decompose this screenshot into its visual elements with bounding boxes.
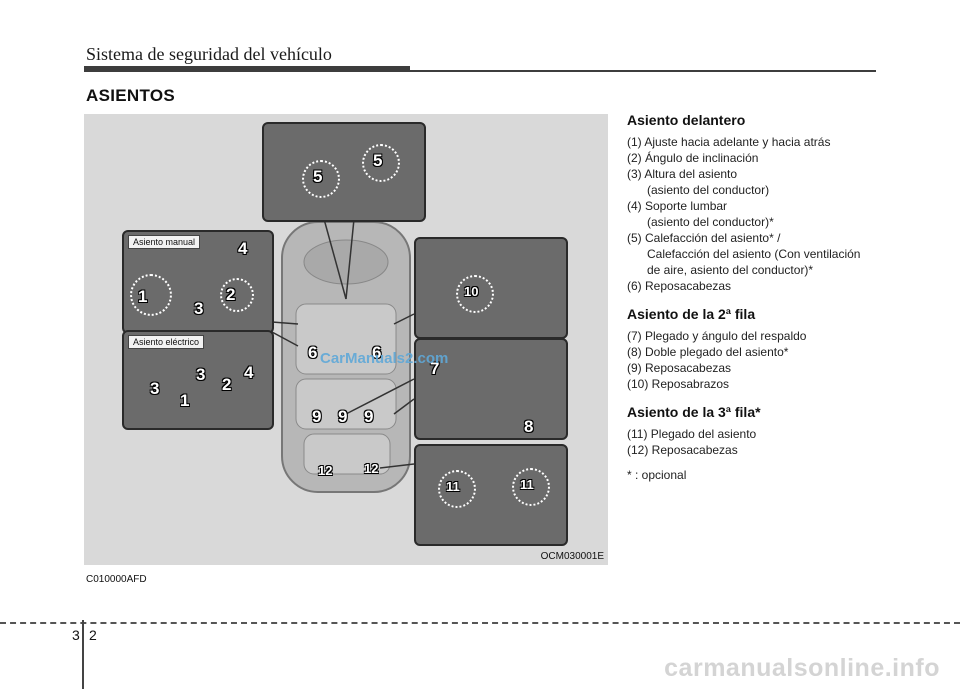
figure-code: OCM030001E [540,551,604,562]
list-item: (5) Calefacción del asiento* /Calefacció… [627,231,861,277]
callout-9a: 9 [312,407,322,426]
heading-second-row: Asiento de la 2ª fila [627,306,756,322]
list-item: (1) Ajuste hacia adelante y hacia atrás [627,135,831,149]
callout-1-electric: 1 [180,391,190,410]
list-item: (6) Reposacabezas [627,279,732,293]
callout-6a: 6 [308,343,318,362]
heading-third-row: Asiento de la 3ª fila* [627,404,761,420]
heading-front-seat: Asiento delantero [627,112,746,128]
callout-11b: 11 [520,477,534,492]
inset-second-row-fold: 7 8 [414,338,568,440]
list-item: (12) Reposacabezas [627,443,738,457]
inset-armrest: 10 [414,237,568,339]
callout-12b: 12 [364,461,379,476]
callout-9b: 9 [338,407,348,426]
label-manual-seat: Asiento manual [128,235,201,249]
site-watermark: carmanualsonline.info [664,654,940,682]
page-number: 2 [89,627,97,643]
header-rule-thin [410,70,876,72]
car-top-view-illustration [271,218,415,493]
callout-9c: 9 [364,407,374,426]
inset-electric-seat: Asiento eléctrico 3 1 3 2 4 [122,330,274,430]
callout-6b: 6 [372,343,382,362]
callout-2-manual: 2 [226,285,236,304]
list-item: (3) Altura del asiento(asiento del condu… [627,167,770,197]
list-item: (4) Soporte lumbar(asiento del conductor… [627,199,774,229]
inset-manual-seat: Asiento manual 1 2 3 4 [122,230,274,334]
callout-7: 7 [430,359,440,378]
list-item: (10) Reposabrazos [627,377,730,391]
list-item: (11) Plegado del asiento [627,427,757,441]
list-item: (2) Ángulo de inclinación [627,151,759,165]
callout-5a: 5 [313,167,323,186]
optional-note: * : opcional [627,468,687,482]
list-item: (7) Plegado y ángulo del respaldo [627,329,807,343]
callout-2-electric: 2 [222,375,232,394]
callout-8: 8 [524,417,534,436]
seat-diagram-figure: 5 5 Asiento manual 1 2 3 4 Asiento eléct… [84,114,608,565]
callout-5b: 5 [373,151,383,170]
callout-1-manual: 1 [138,287,148,306]
header-rule-thick [84,66,410,72]
inset-heater-switches: 5 5 [262,122,426,222]
watermark-text: CarManuals2.com [320,350,449,367]
list-item: (8) Doble plegado del asiento* [627,345,789,359]
footer-dashed-rule [0,622,960,624]
section-title: ASIENTOS [86,86,175,105]
inset-third-row: 11 11 [414,444,568,546]
document-code: C010000AFD [86,574,147,585]
callout-10: 10 [464,284,479,299]
header-title: Sistema de seguridad del vehículo [86,44,332,64]
callout-11a: 11 [446,479,460,494]
seat-legend: Asiento delantero (1) Ajuste hacia adela… [627,112,872,482]
list-item: (9) Reposacabezas [627,361,732,375]
chapter-number: 3 [72,627,80,643]
label-electric-seat: Asiento eléctrico [128,335,205,349]
callout-3a-electric: 3 [150,379,160,398]
footer-vertical-rule [82,620,84,689]
callout-12a: 12 [318,463,333,478]
callout-3-manual: 3 [194,299,204,318]
callout-3b-electric: 3 [196,365,206,384]
callout-4-electric: 4 [244,363,254,382]
callout-4-manual: 4 [238,239,248,258]
